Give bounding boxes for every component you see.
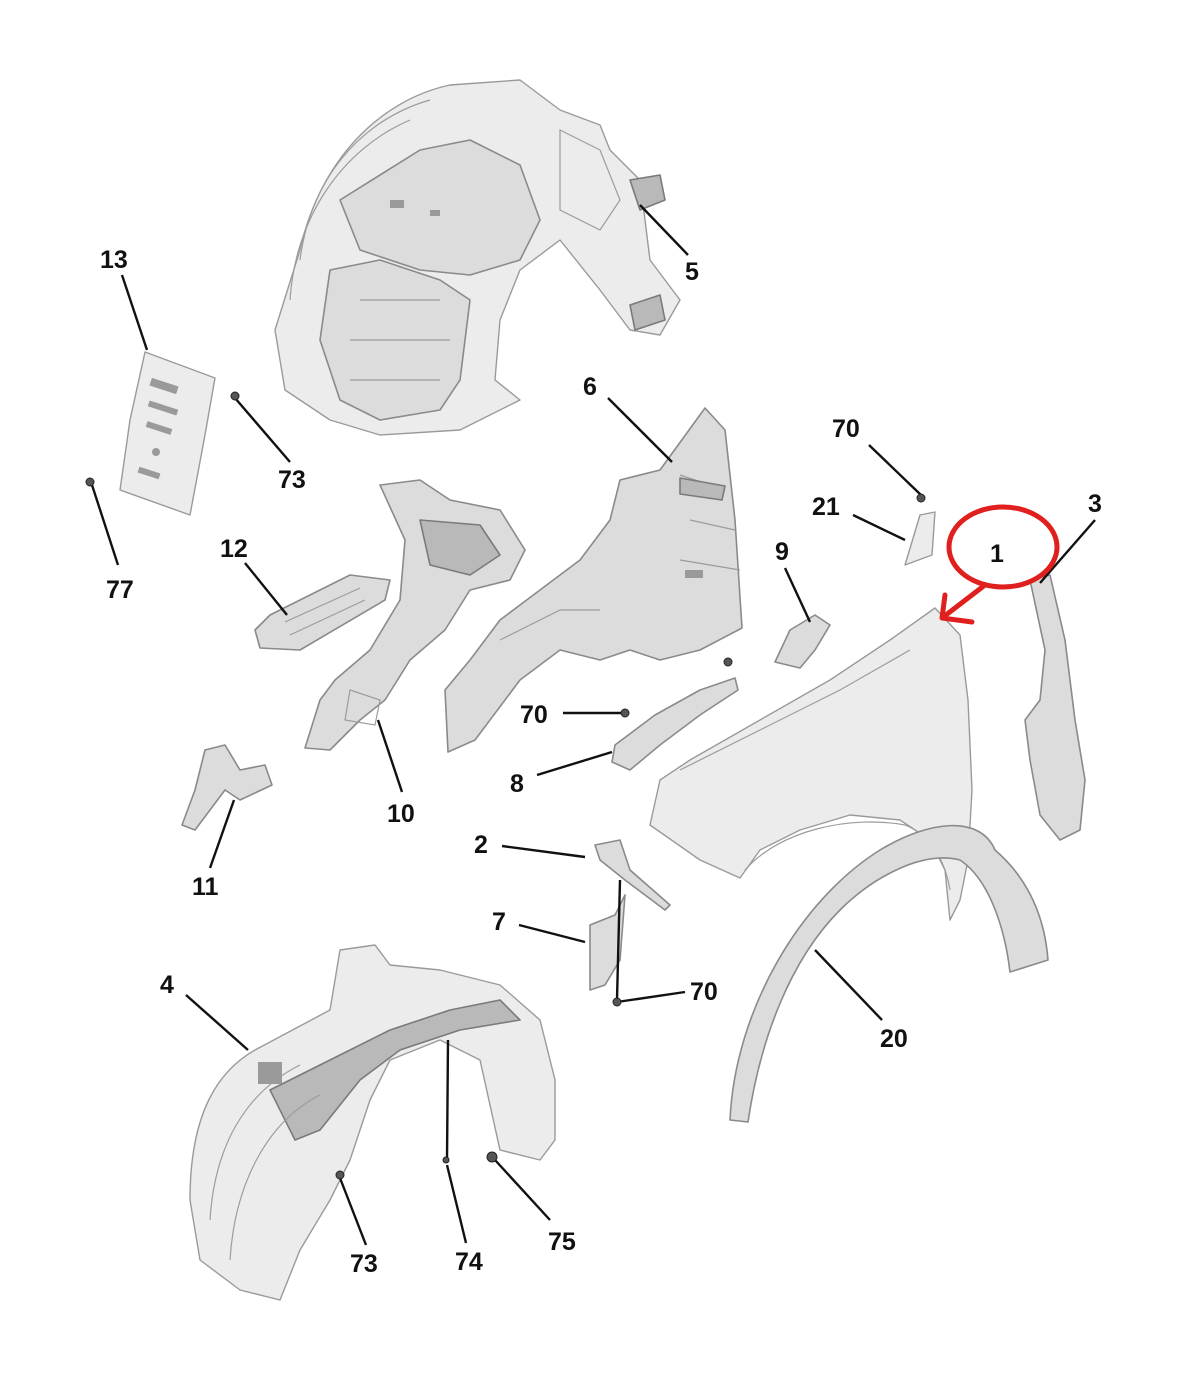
callout-20: 20 — [880, 1025, 908, 1053]
part-2-strip — [594, 839, 671, 911]
part-1-fender — [649, 607, 973, 921]
callout-4: 4 — [160, 971, 174, 999]
leaders — [85, 204, 1096, 1246]
callout-21: 21 — [812, 493, 840, 521]
part-10-longitudinal — [304, 479, 526, 751]
callout-70-low: 70 — [690, 978, 718, 1006]
callout-70-mid: 70 — [520, 701, 548, 729]
part-20-arch-molding — [729, 824, 1049, 1123]
callout-75: 75 — [548, 1228, 576, 1256]
highlight-marker — [939, 504, 1060, 625]
part-8-lower-rail — [611, 677, 739, 771]
callout-2: 2 — [474, 831, 488, 859]
part-3-pillar-trim — [1024, 574, 1086, 841]
callout-70-top: 70 — [832, 415, 860, 443]
callout-77: 77 — [106, 576, 134, 604]
callout-74: 74 — [455, 1248, 483, 1276]
callout-12: 12 — [220, 535, 248, 563]
callout-6: 6 — [583, 373, 597, 401]
callout-9: 9 — [775, 538, 789, 566]
callout-13: 13 — [100, 246, 128, 274]
part-upper-inner-arch — [274, 79, 681, 436]
part-6-apron — [444, 407, 743, 753]
part-12-bracket — [254, 574, 391, 651]
part-9-bracket — [774, 614, 831, 669]
callout-5: 5 — [685, 258, 699, 286]
callout-10: 10 — [387, 800, 415, 828]
part-13-label-plate — [119, 351, 216, 516]
callout-3: 3 — [1088, 490, 1102, 518]
part-7-bracket — [589, 894, 626, 991]
highlight-arrow — [939, 582, 988, 625]
callout-73-bottom: 73 — [350, 1250, 378, 1278]
callout-1: 1 — [990, 540, 1004, 568]
callout-73-top: 73 — [278, 466, 306, 494]
part-4-wheel-arch-liner — [189, 944, 556, 1301]
callout-7: 7 — [492, 908, 506, 936]
part-21-trim — [904, 511, 936, 566]
callout-8: 8 — [510, 770, 524, 798]
part-11-gusset — [181, 744, 273, 831]
highlight-ring — [946, 504, 1060, 590]
callout-labels: 13 77 73 5 6 12 10 11 70 21 3 1 9 70 8 2… — [100, 246, 1102, 1278]
callout-11: 11 — [192, 873, 219, 901]
